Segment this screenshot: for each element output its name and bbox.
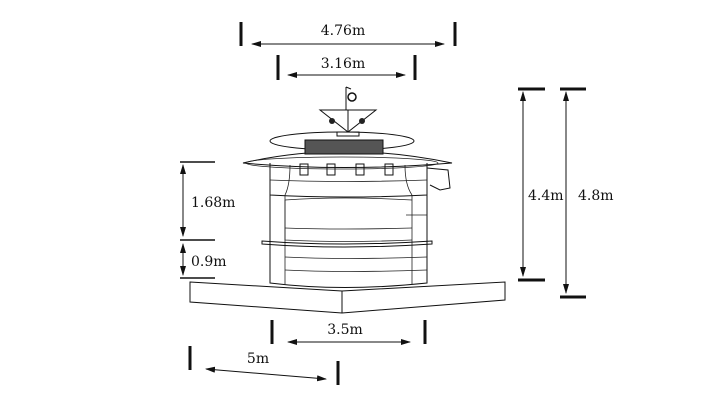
- svg-text:3.16m: 3.16m: [321, 56, 365, 72]
- mesh-panel: [304, 139, 384, 155]
- dimension-height-body: 4.4m: [518, 87, 564, 282]
- dimension-counter-height: 0.9m: [180, 243, 227, 279]
- svg-text:4.4m: 4.4m: [528, 188, 564, 204]
- svg-text:1.68m: 1.68m: [191, 195, 235, 211]
- dimension-total-height: 4.8m: [560, 87, 614, 299]
- svg-text:4.8m: 4.8m: [578, 188, 614, 204]
- dimension-body-width: 3.5m: [270, 320, 427, 345]
- svg-text:3.5m: 3.5m: [327, 322, 363, 338]
- dimension-upper-height: 1.68m: [180, 161, 235, 241]
- platform: [189, 281, 506, 314]
- dimension-platform-depth: 5m: [188, 346, 340, 385]
- svg-text:4.76m: 4.76m: [321, 23, 365, 39]
- dimension-upper-ring-width: 3.16m: [276, 55, 417, 80]
- dimension-roof-width: 4.76m: [239, 22, 457, 47]
- svg-text:0.9m: 0.9m: [191, 254, 227, 270]
- kiosk-body: [242, 86, 453, 288]
- svg-text:5m: 5m: [247, 351, 269, 367]
